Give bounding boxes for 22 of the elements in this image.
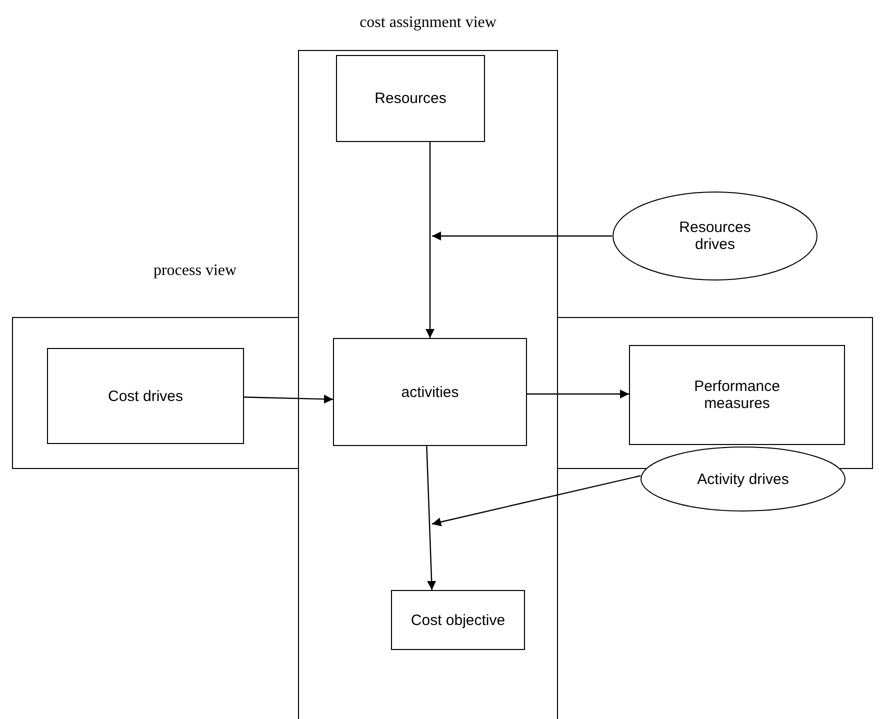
box-label: Cost drives [108, 388, 184, 404]
process-box [629, 345, 845, 445]
box-label: Cost objective [410, 612, 506, 628]
box-label: activities [401, 384, 459, 400]
process-box [336, 55, 485, 142]
driver-label: Resources drives [678, 219, 752, 253]
view-heading: cost assignment view [358, 14, 498, 32]
process-box [333, 338, 527, 446]
box-label: Performance measures [693, 378, 781, 412]
arrow [527, 390, 629, 398]
driver-ellipse [640, 446, 846, 512]
driver-ellipse [612, 191, 818, 281]
arrow [426, 446, 436, 590]
driver-label: Activity drives [697, 470, 789, 488]
arrow [244, 394, 334, 404]
view-heading: process view [152, 262, 238, 280]
arrow [426, 142, 434, 338]
box-label: Resources [374, 90, 446, 107]
process-box [391, 590, 525, 650]
process-box [47, 348, 244, 444]
driver-arrow [432, 475, 641, 526]
driver-arrow [432, 232, 612, 240]
